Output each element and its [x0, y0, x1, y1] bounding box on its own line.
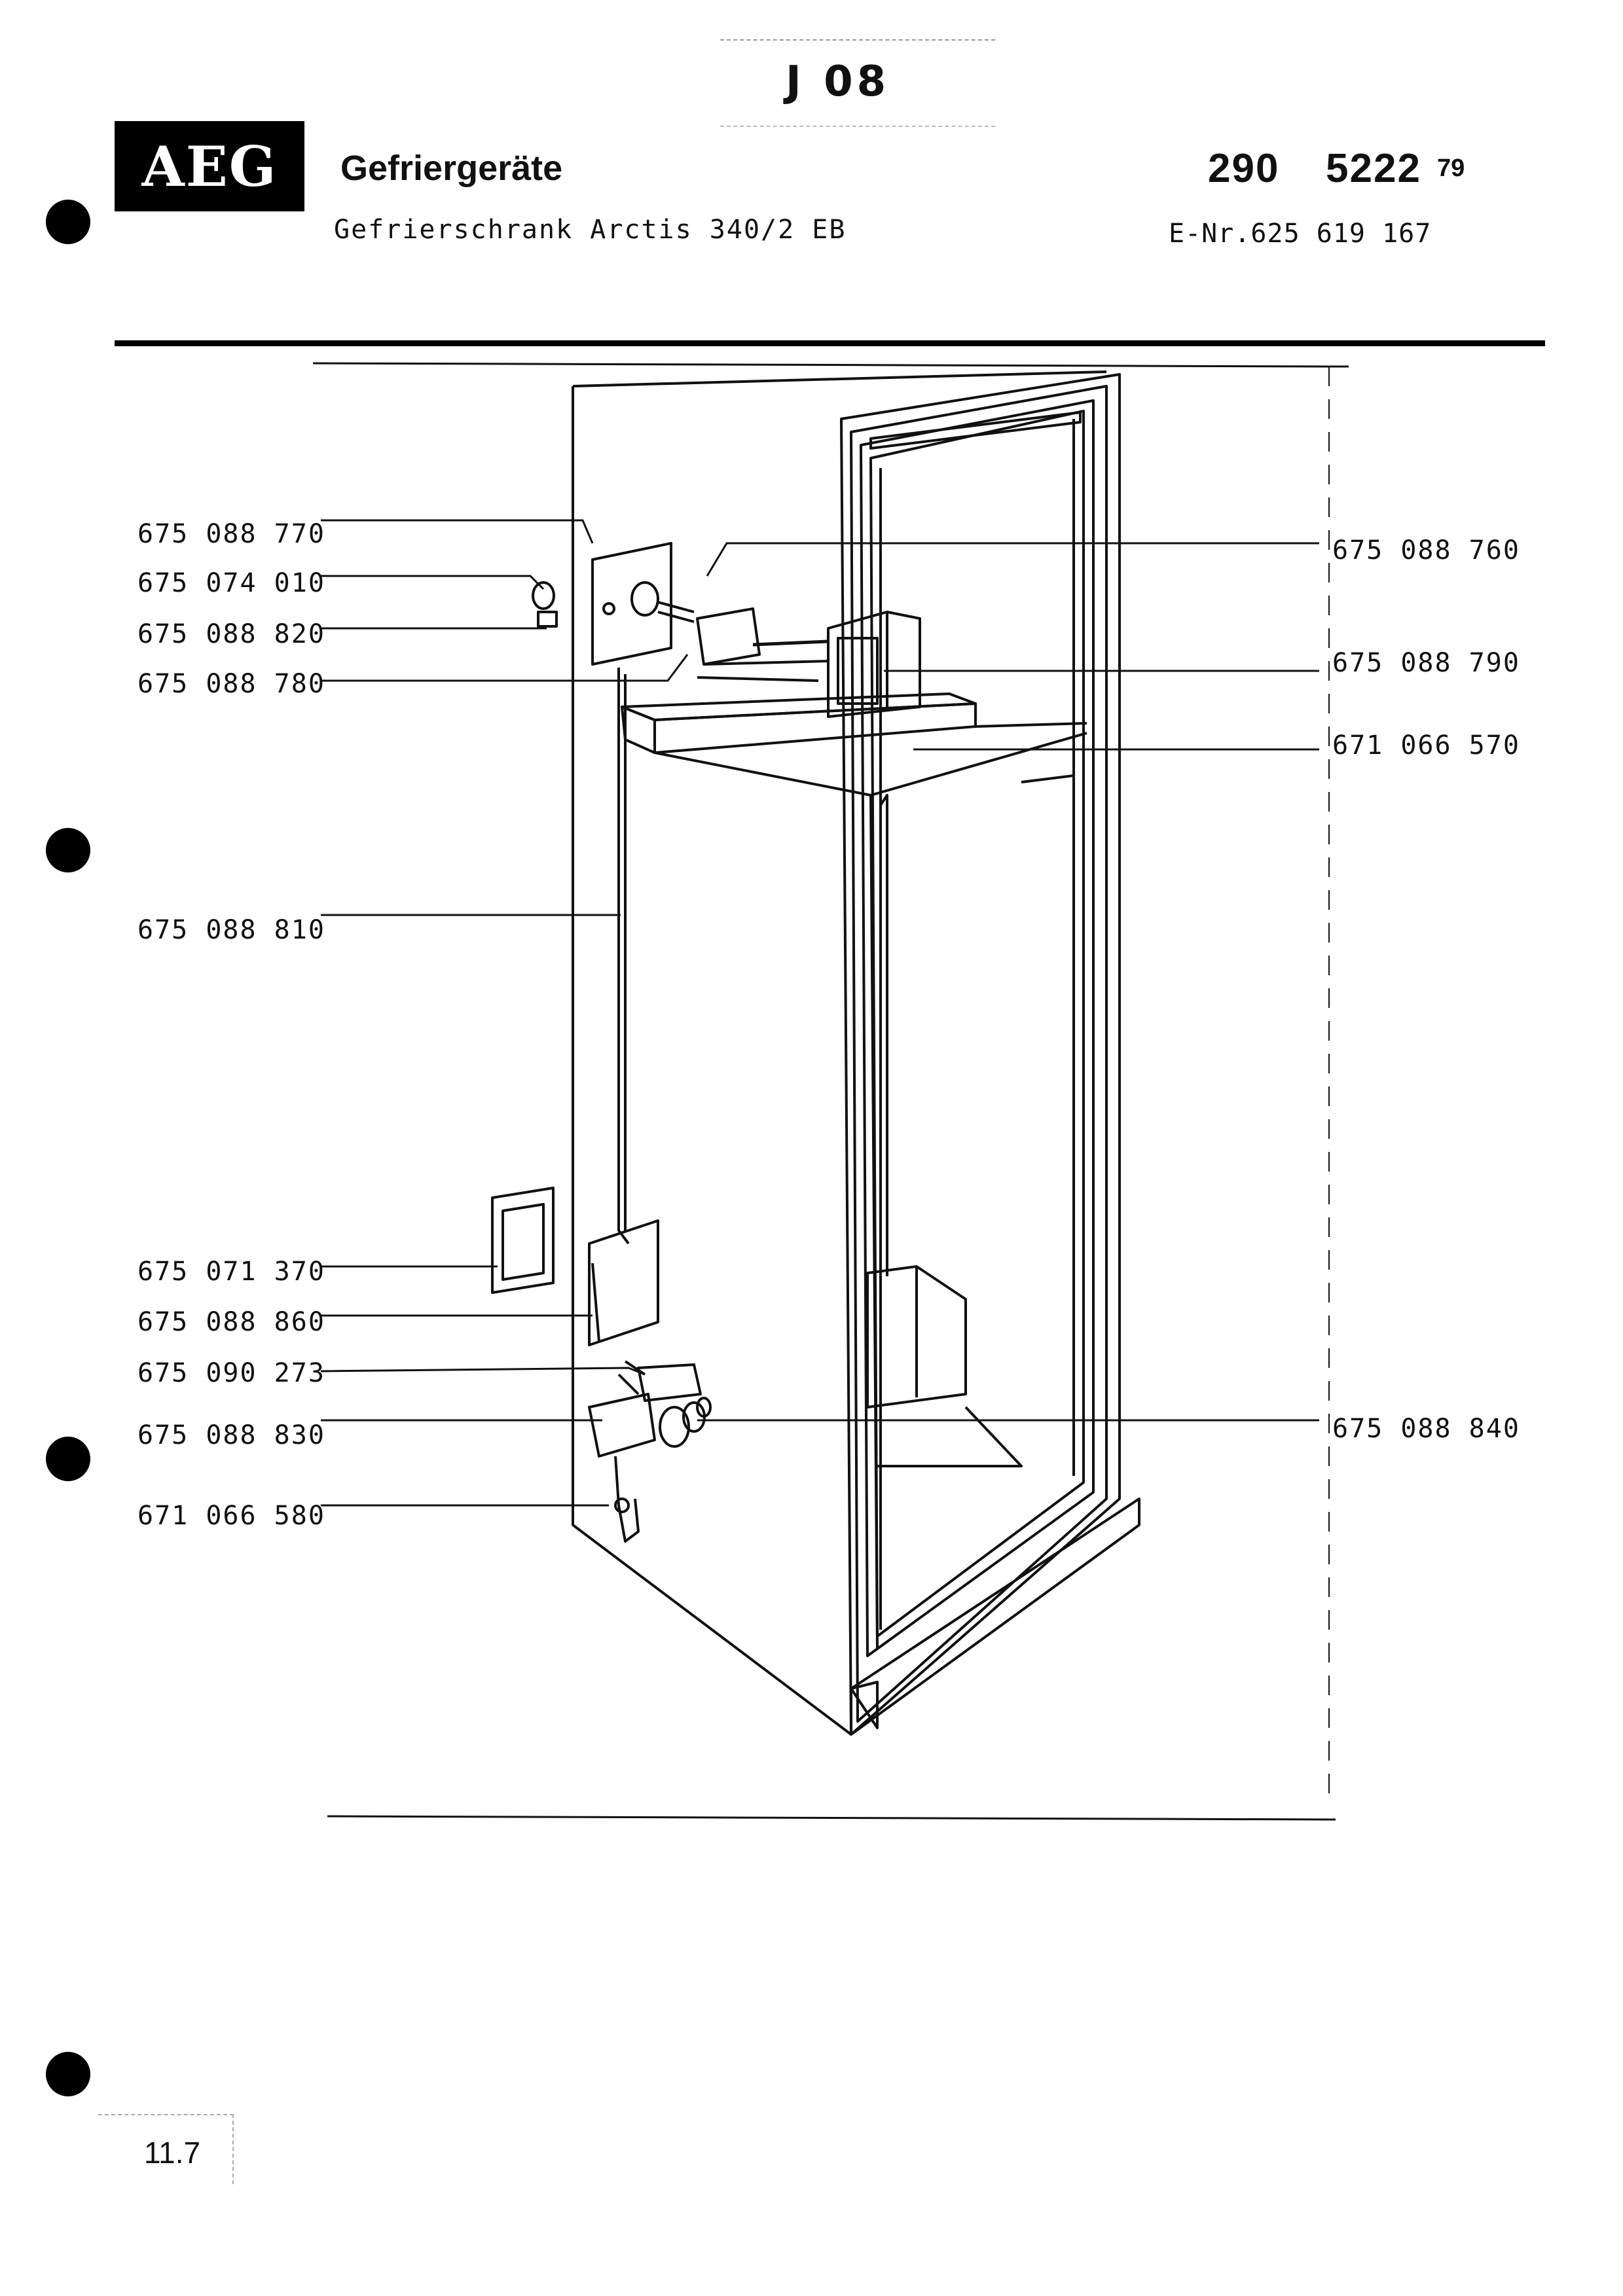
doc-number-main: 5222	[1326, 146, 1421, 191]
e-number: E-Nr.625 619 167	[1169, 219, 1432, 249]
page-number-frame	[98, 2114, 234, 2184]
header-rule	[115, 340, 1545, 346]
part-label: 671 066 570	[1332, 730, 1520, 761]
part-label: 675 088 820	[137, 619, 325, 649]
punch-hole	[46, 2052, 90, 2096]
part-label: 675 088 760	[1332, 535, 1520, 565]
part-label: 671 066 580	[137, 1501, 325, 1531]
part-label: 675 088 790	[1332, 648, 1520, 678]
model-subtitle: Gefrierschrank Arctis 340/2 EB	[334, 215, 847, 245]
section-code: J 08	[786, 58, 890, 106]
page-number: 11.7	[144, 2136, 201, 2170]
part-label: 675 090 273	[137, 1358, 325, 1388]
doc-number-suffix: 79	[1437, 154, 1465, 182]
part-label: 675 088 780	[137, 669, 325, 699]
part-label: 675 071 370	[137, 1257, 325, 1287]
section-code-frame	[720, 39, 995, 127]
part-label: 675 088 830	[137, 1420, 325, 1450]
part-label: 675 088 810	[137, 915, 325, 945]
part-label: 675 088 840	[1332, 1414, 1520, 1444]
punch-hole	[46, 1437, 90, 1481]
part-label: 675 074 010	[137, 568, 325, 598]
doc-number-prefix: 290	[1208, 146, 1280, 191]
aeg-logo: AEG	[115, 121, 304, 211]
part-label: 675 088 860	[137, 1307, 325, 1337]
part-label: 675 088 770	[137, 519, 325, 549]
punch-hole	[46, 828, 90, 872]
category-title: Gefriergeräte	[340, 149, 563, 188]
punch-hole	[46, 200, 90, 244]
